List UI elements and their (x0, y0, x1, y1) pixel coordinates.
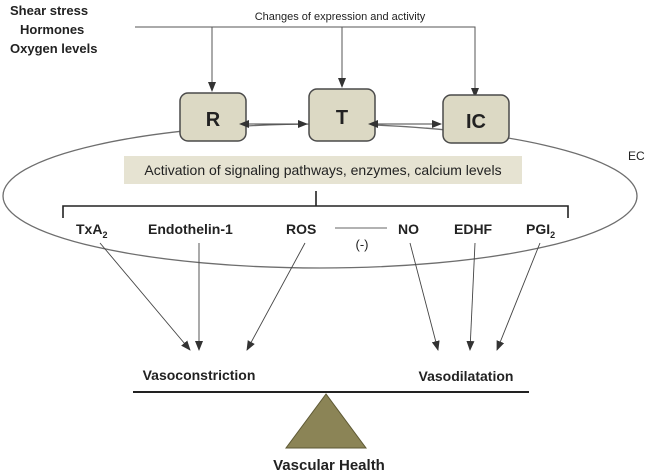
vascular-health-label: Vascular Health (273, 457, 385, 474)
ec-label: EC (628, 149, 645, 163)
box-t-shape (308, 88, 376, 142)
box-ic-label: IC (466, 111, 486, 133)
mediator-edhf: EDHF (454, 221, 493, 237)
box-ic-shape (442, 94, 510, 144)
arrow-txa2-vasoconstriction (99, 242, 191, 351)
stimulus-connector (135, 26, 479, 98)
stimulus-shear-stress: Shear stress (10, 3, 88, 18)
arrow-pgi2-vasodilatation (496, 242, 541, 351)
box-r-shape (179, 92, 247, 142)
mediator-endothelin-1: Endothelin-1 (148, 221, 233, 237)
activation-text: Activation of signaling pathways, enzyme… (144, 162, 501, 178)
outcome-vasoconstriction: Vasoconstriction (143, 367, 256, 383)
box-ic: IC (442, 94, 510, 144)
expression-annotation: Changes of expression and activity (255, 11, 426, 23)
mediator-no: NO (398, 221, 419, 237)
outcome-arrows (99, 242, 541, 351)
endothelial-cell-outline (2, 123, 638, 269)
mediator-bracket (62, 191, 569, 218)
balance-fulcrum (285, 393, 367, 449)
box-r: R (179, 92, 247, 142)
box-t-label: T (336, 107, 348, 129)
mediator-ros: ROS (286, 221, 316, 237)
stimulus-hormones: Hormones (20, 22, 84, 37)
box-t: T (308, 88, 376, 142)
box-r-label: R (206, 109, 221, 131)
outcome-vasodilatation: Vasodilatation (419, 368, 514, 384)
arrow-to-ic (135, 26, 479, 98)
stimulus-oxygen-levels: Oxygen levels (10, 41, 97, 56)
arrow-edhf-vasodilatation (466, 242, 476, 351)
mediator-txa2: TxA2 (76, 221, 107, 240)
activation-banner (124, 156, 522, 184)
mediator-pgi2: PGI2 (526, 221, 555, 240)
arrow-no-vasodilatation (409, 242, 440, 351)
inhibition-label: (-) (356, 237, 369, 252)
arrow-ros-vasoconstriction (246, 242, 306, 351)
